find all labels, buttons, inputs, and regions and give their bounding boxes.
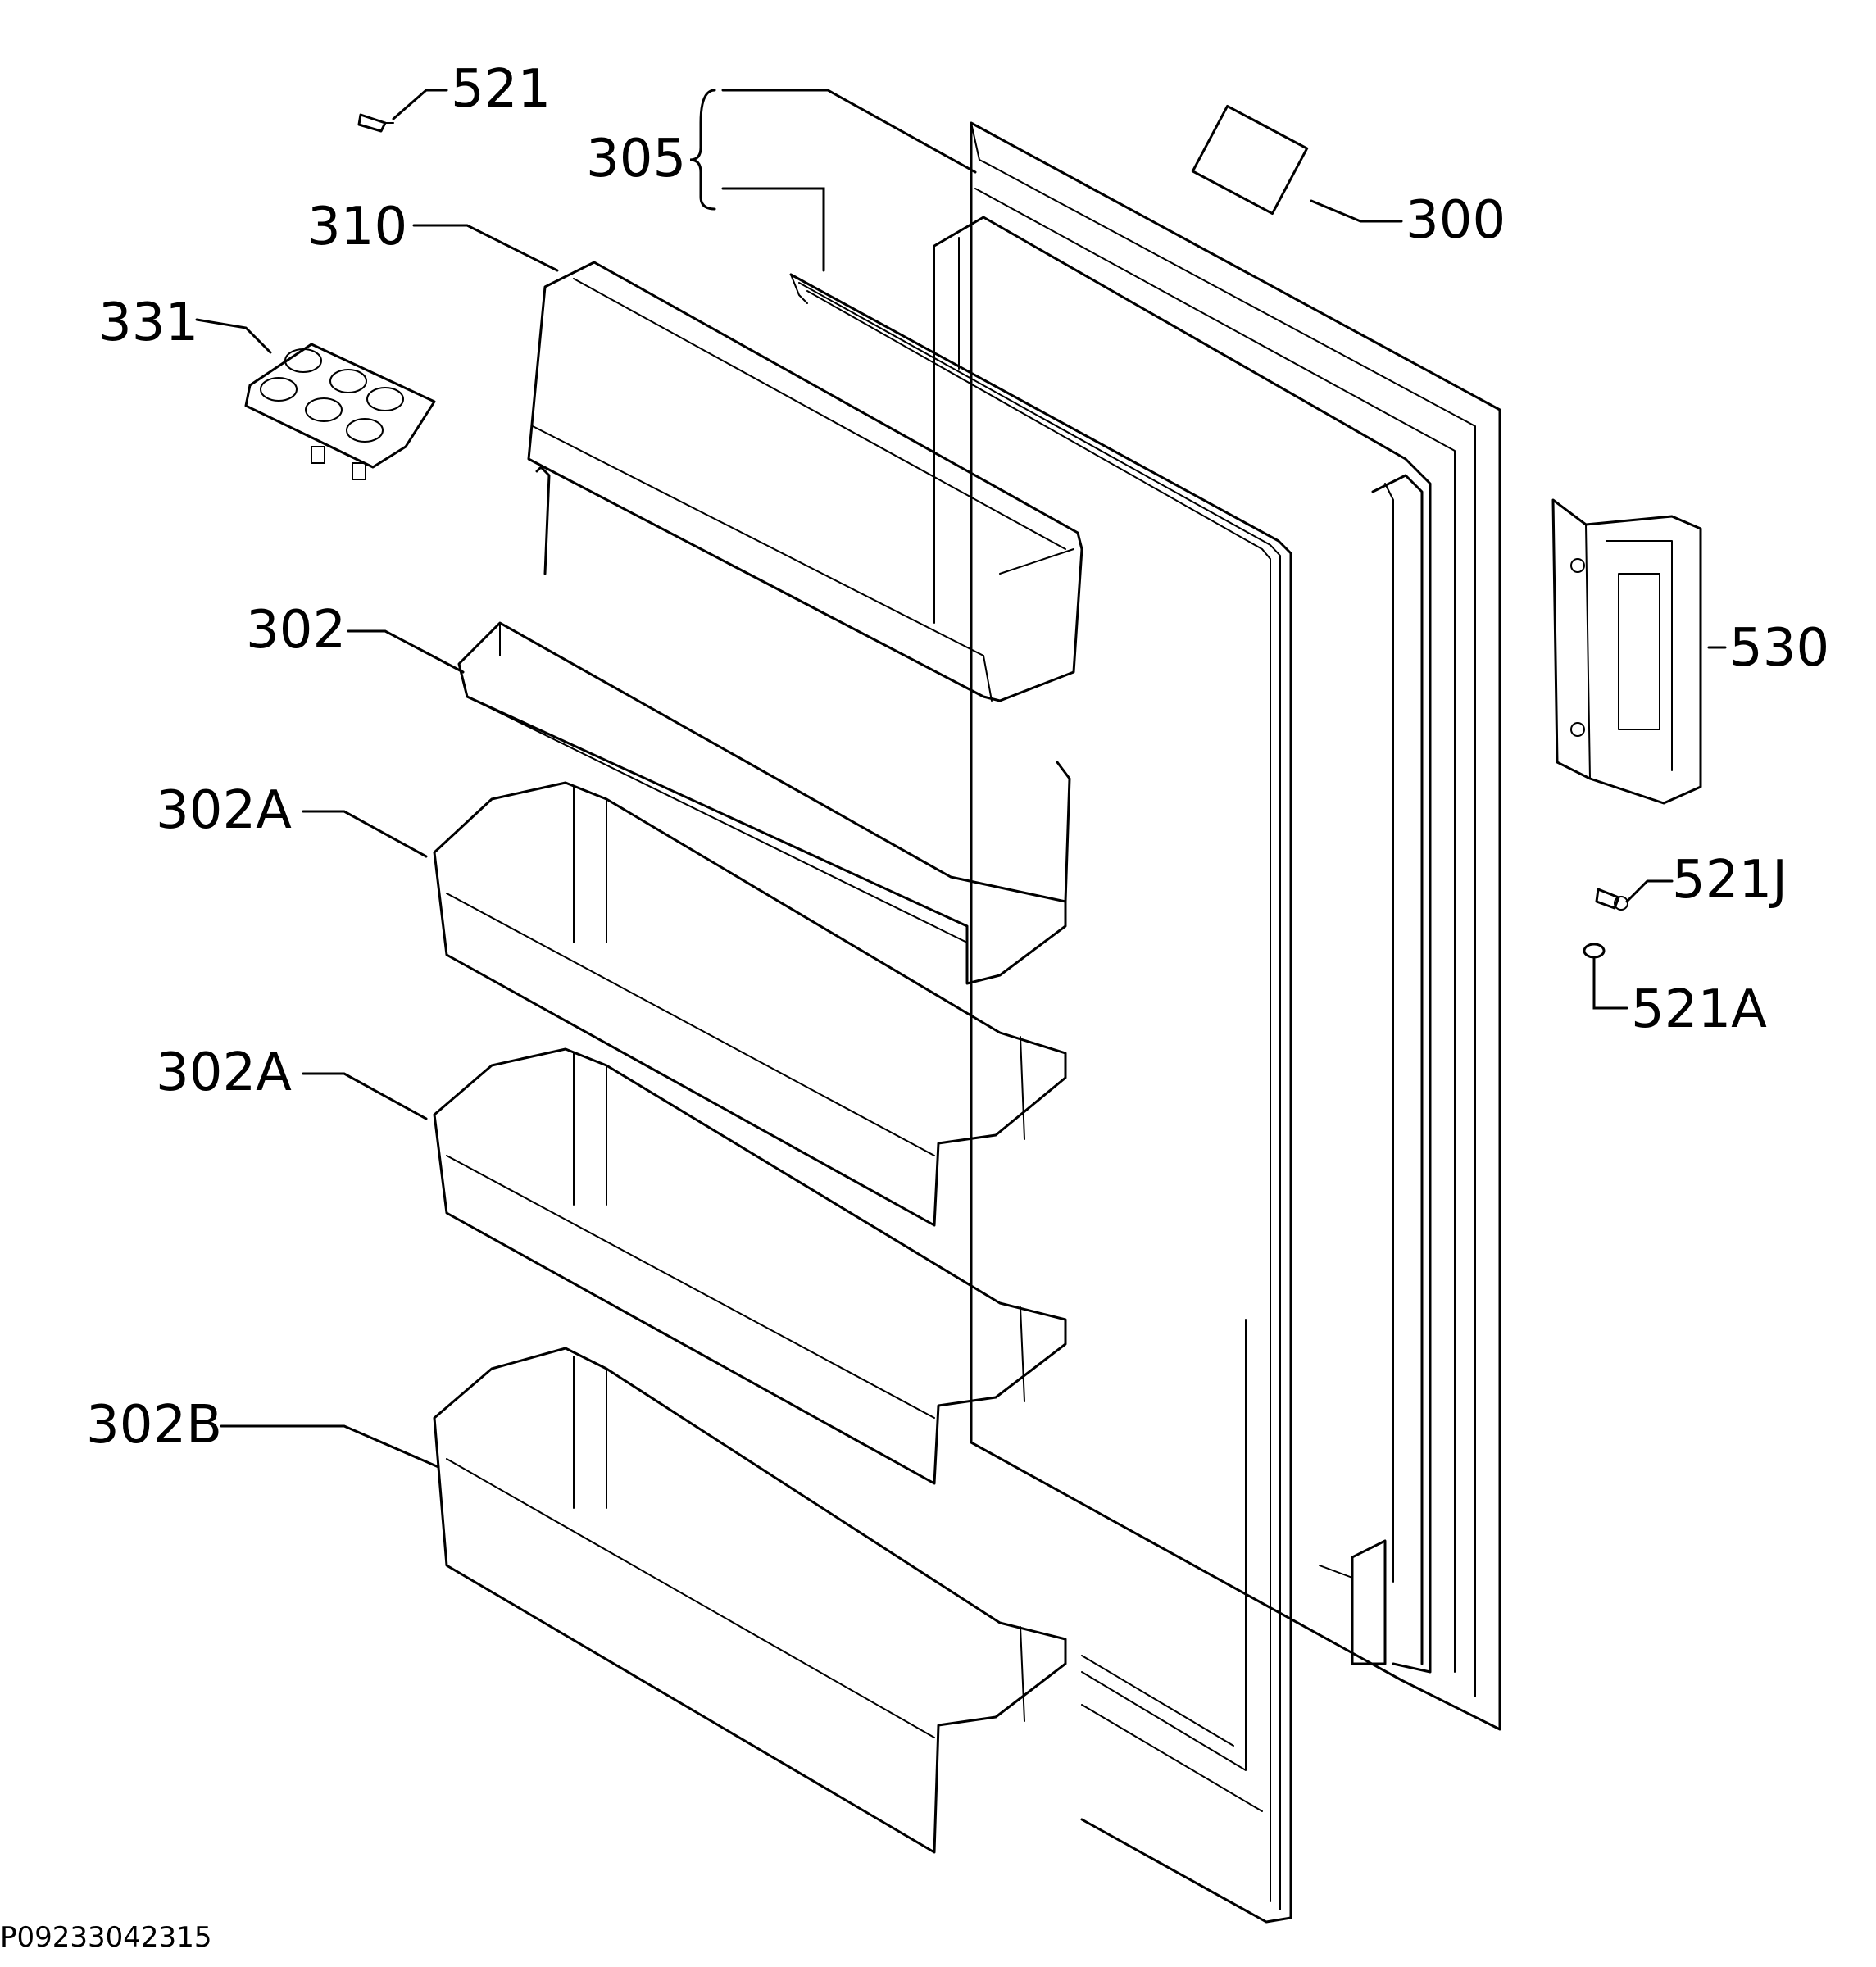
cap-521A <box>1583 943 1606 959</box>
callout-331: 331 <box>98 293 198 353</box>
callout-521j: 521J <box>1672 850 1787 911</box>
callout-521a: 521A <box>1631 979 1767 1040</box>
bottom-door-bin <box>433 1347 1067 1854</box>
middle-door-bin-1 <box>433 781 1067 1227</box>
door-gasket <box>789 273 1292 1924</box>
callout-530: 530 <box>1729 618 1829 679</box>
upper-door-bin <box>457 466 1071 985</box>
dairy-cover <box>527 261 1083 702</box>
callout-302a-lower: 302A <box>156 1043 292 1103</box>
callout-300: 300 <box>1406 190 1506 251</box>
callout-302: 302 <box>246 600 346 661</box>
egg-tray <box>244 343 436 480</box>
callout-305: 305 <box>586 129 686 189</box>
door-inner-liner <box>933 216 1432 1674</box>
callout-302b: 302B <box>86 1395 222 1456</box>
door-panel <box>970 121 1501 1731</box>
rating-label <box>1191 104 1309 216</box>
screw-521J <box>1595 888 1628 911</box>
callout-310: 310 <box>307 197 407 257</box>
middle-door-bin-2 <box>433 1047 1067 1485</box>
door-handle <box>1551 498 1702 805</box>
drawing-code: P09233042315 <box>0 1921 211 1954</box>
leader-lines <box>195 89 1727 1469</box>
callout-302a-upper: 302A <box>156 780 292 841</box>
callout-521: 521 <box>451 59 551 120</box>
screw-521 <box>357 113 394 133</box>
lower-door-rail <box>1319 1539 1387 1665</box>
